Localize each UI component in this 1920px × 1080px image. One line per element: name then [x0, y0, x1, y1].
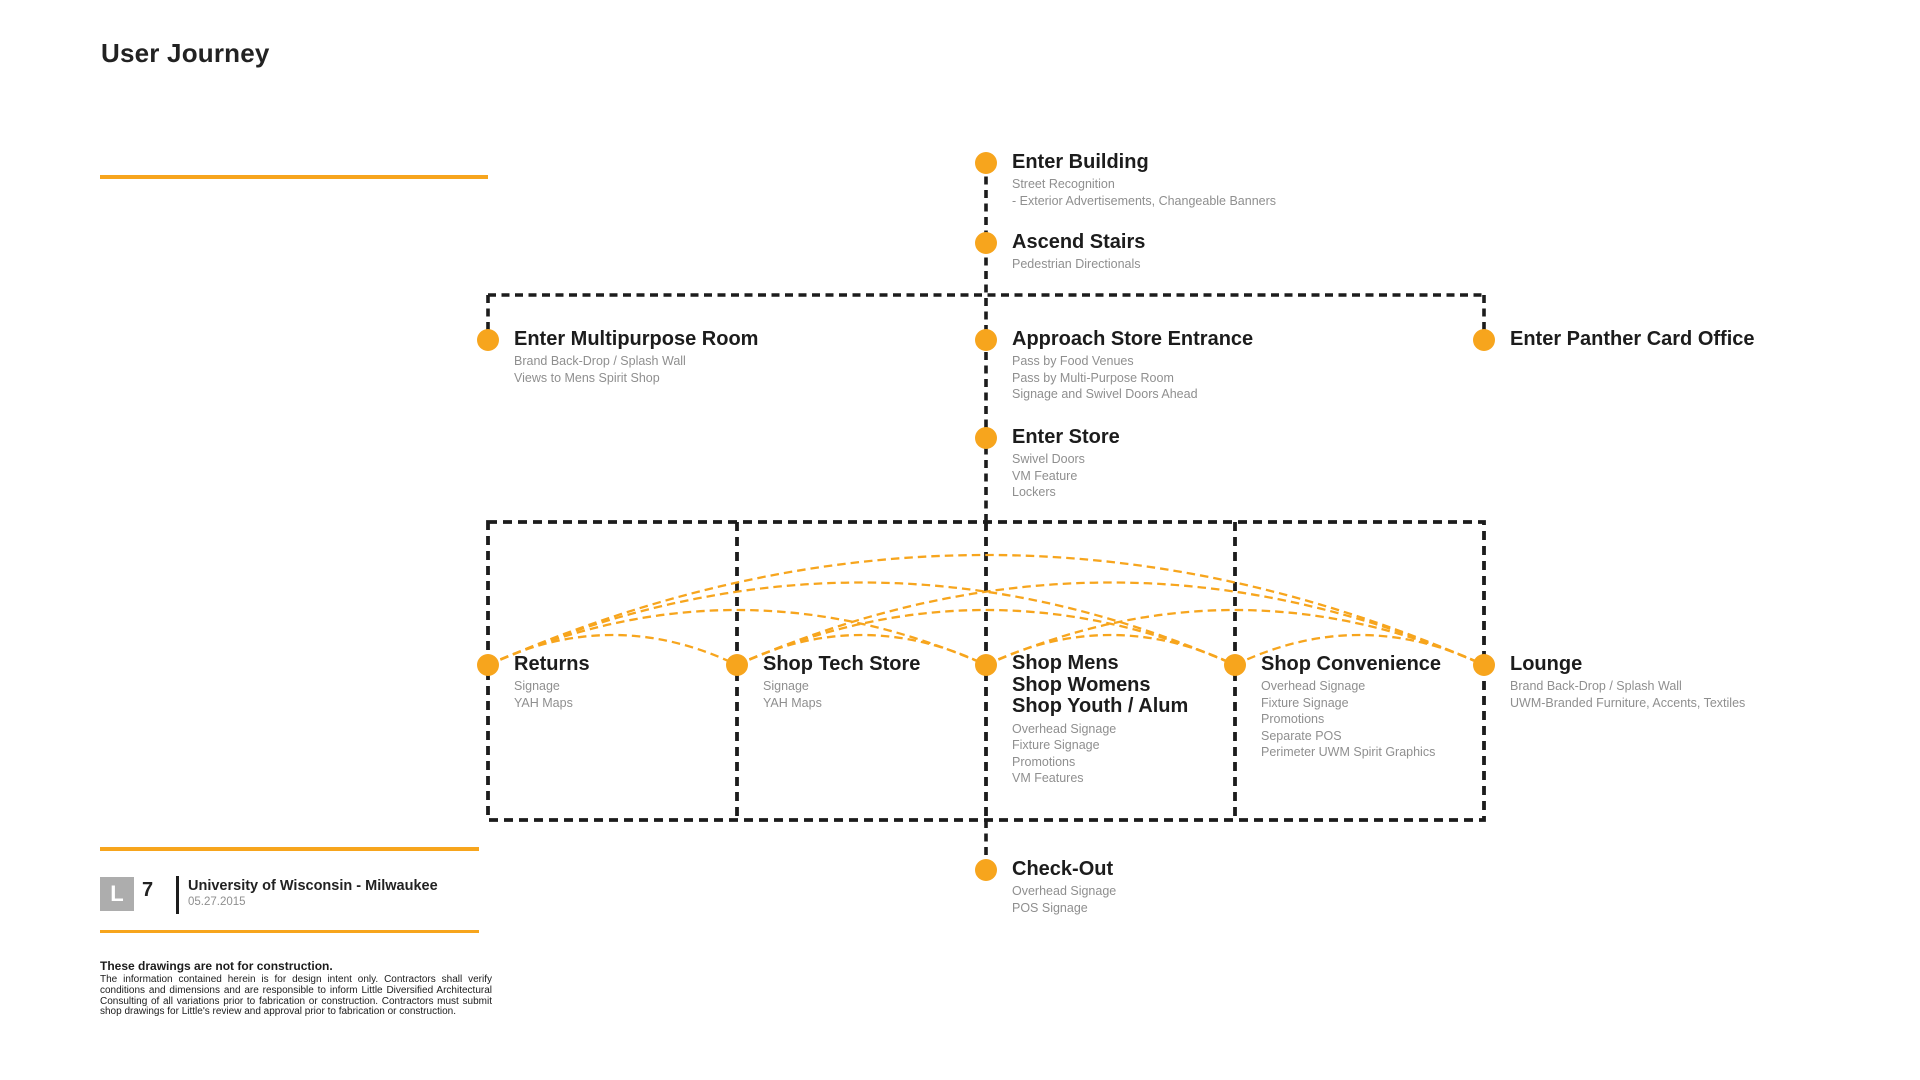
- node-title: Ascend Stairs: [1012, 231, 1146, 253]
- node-title: Shop Tech Store: [763, 653, 921, 675]
- sheet-date: 05.27.2015: [188, 896, 246, 908]
- accent-rule-footer-lower: [100, 930, 479, 933]
- node-enter-multipurpose-room: Enter Multipurpose Room Brand Back-Drop …: [514, 328, 758, 386]
- node-returns: Returns Signage YAH Maps: [514, 653, 590, 711]
- node-title: Enter Multipurpose Room: [514, 328, 759, 350]
- node-detail: POS Signage: [1012, 900, 1088, 915]
- node-details: Pass by Food Venues Pass by Multi-Purpos…: [1012, 353, 1253, 403]
- node-detail: Perimeter UWM Spirit Graphics: [1261, 745, 1436, 759]
- dot-shop-convenience: [1224, 654, 1246, 676]
- accent-rule-top: [100, 175, 488, 179]
- node-title: Check-Out: [1012, 858, 1114, 880]
- node-detail: YAH Maps: [514, 695, 573, 710]
- node-title: Enter Panther Card Office: [1510, 328, 1755, 350]
- arc-returns-mens: [487, 608, 987, 667]
- accent-rule-footer-upper: [100, 847, 479, 851]
- node-detail: YAH Maps: [763, 695, 822, 710]
- sheet-page-number: 7: [142, 879, 154, 901]
- node-detail: Signage: [514, 679, 560, 693]
- node-details: Signage YAH Maps: [514, 678, 590, 711]
- arc-tech-lounge: [736, 581, 1485, 667]
- dot-enter-panther-card-office: [1473, 329, 1495, 351]
- firm-logo-letter: L: [110, 881, 124, 906]
- node-detail: Promotions: [1012, 754, 1076, 769]
- node-detail: Pedestrian Directionals: [1012, 257, 1141, 271]
- node-title-line: Shop Youth / Alum: [1012, 695, 1189, 717]
- journey-arcs: [487, 553, 1485, 667]
- node-details: Swivel Doors VM Feature Lockers: [1012, 451, 1120, 501]
- node-detail: Street Recognition: [1012, 177, 1115, 191]
- node-detail: Signage: [763, 679, 809, 693]
- node-details: Brand Back-Drop / Splash Wall Views to M…: [514, 353, 758, 386]
- node-detail: Overhead Signage: [1012, 884, 1117, 898]
- node-details: Pedestrian Directionals: [1012, 256, 1145, 273]
- dot-ascend-stairs: [975, 232, 997, 254]
- node-detail: Swivel Doors: [1012, 452, 1085, 466]
- node-detail: Views to Mens Spirit Shop: [514, 370, 660, 385]
- node-enter-panther-card-office: Enter Panther Card Office: [1510, 328, 1755, 350]
- node-check-out: Check-Out Overhead Signage POS Signage: [1012, 858, 1116, 916]
- dot-enter-multipurpose-room: [477, 329, 499, 351]
- node-detail: Promotions: [1261, 712, 1325, 726]
- node-detail: Brand Back-Drop / Splash Wall: [1510, 679, 1682, 693]
- node-shop-tech-store: Shop Tech Store Signage YAH Maps: [763, 653, 920, 711]
- node-detail: Fixture Signage: [1012, 738, 1100, 752]
- node-detail: Pass by Multi-Purpose Room: [1012, 370, 1174, 385]
- dot-enter-building: [975, 152, 997, 174]
- node-title: Enter Store: [1012, 426, 1120, 448]
- dot-returns: [477, 654, 499, 676]
- node-detail: Lockers: [1012, 485, 1056, 499]
- node-detail: Overhead Signage: [1012, 721, 1117, 736]
- node-detail: Pass by Food Venues: [1012, 354, 1134, 368]
- disclaimer-body: The information contained herein is for …: [100, 974, 492, 1018]
- node-detail: - Exterior Advertisements, Changeable Ba…: [1012, 193, 1277, 208]
- node-detail: Signage and Swivel Doors Ahead: [1012, 387, 1198, 401]
- node-enter-building: Enter Building Street Recognition - Exte…: [1012, 151, 1276, 209]
- arc-returns-convenience: [487, 581, 1236, 667]
- node-title: Lounge: [1510, 653, 1583, 675]
- node-ascend-stairs: Ascend Stairs Pedestrian Directionals: [1012, 231, 1145, 273]
- node-shop-convenience: Shop Convenience Overhead Signage Fixtur…: [1261, 653, 1441, 761]
- dot-approach-store-entrance: [975, 329, 997, 351]
- node-detail: VM Features: [1012, 771, 1084, 785]
- node-lounge: Lounge Brand Back-Drop / Splash Wall UWM…: [1510, 653, 1745, 711]
- page-title: User Journey: [101, 38, 270, 68]
- node-details: Overhead Signage Fixture Signage Promoti…: [1261, 678, 1441, 761]
- client-name: University of Wisconsin - Milwaukee: [188, 878, 438, 894]
- node-detail: Separate POS: [1261, 728, 1342, 743]
- node-approach-store-entrance: Approach Store Entrance Pass by Food Ven…: [1012, 328, 1253, 403]
- arc-tech-convenience: [736, 608, 1236, 667]
- node-details: Signage YAH Maps: [763, 678, 920, 711]
- node-detail: VM Feature: [1012, 468, 1078, 483]
- node-enter-store: Enter Store Swivel Doors VM Feature Lock…: [1012, 426, 1120, 501]
- dot-lounge: [1473, 654, 1495, 676]
- node-title: Approach Store Entrance: [1012, 328, 1254, 350]
- node-details: Brand Back-Drop / Splash Wall UWM-Brande…: [1510, 678, 1745, 711]
- node-details: Overhead Signage POS Signage: [1012, 883, 1116, 916]
- footer-divider-bar: [176, 876, 179, 914]
- node-detail: Fixture Signage: [1261, 695, 1349, 710]
- arc-returns-lounge: [487, 553, 1485, 667]
- node-title: Returns: [514, 653, 590, 675]
- node-title-line: Shop Mens: [1012, 652, 1119, 674]
- node-detail: UWM-Branded Furniture, Accents, Textiles: [1510, 695, 1746, 710]
- dot-shop-mens: [975, 654, 997, 676]
- firm-logo: L: [100, 877, 134, 911]
- node-detail: Overhead Signage: [1261, 679, 1366, 693]
- node-title: Enter Building: [1012, 151, 1149, 173]
- node-details: Overhead Signage Fixture Signage Promoti…: [1012, 721, 1188, 787]
- arc-mens-lounge: [985, 608, 1485, 667]
- node-title: Shop Convenience: [1261, 653, 1442, 675]
- node-detail: Brand Back-Drop / Splash Wall: [514, 354, 686, 368]
- dot-enter-store: [975, 427, 997, 449]
- node-shop-mens-womens-youth: Shop Mens Shop Womens Shop Youth / Alum …: [1012, 652, 1189, 787]
- step-dots: [477, 152, 1495, 881]
- dot-shop-tech-store: [726, 654, 748, 676]
- node-details: Street Recognition - Exterior Advertisem…: [1012, 176, 1276, 209]
- node-title-line: Shop Womens: [1012, 673, 1151, 696]
- disclaimer-heading: These drawings are not for construction.: [100, 959, 333, 973]
- dot-check-out: [975, 859, 997, 881]
